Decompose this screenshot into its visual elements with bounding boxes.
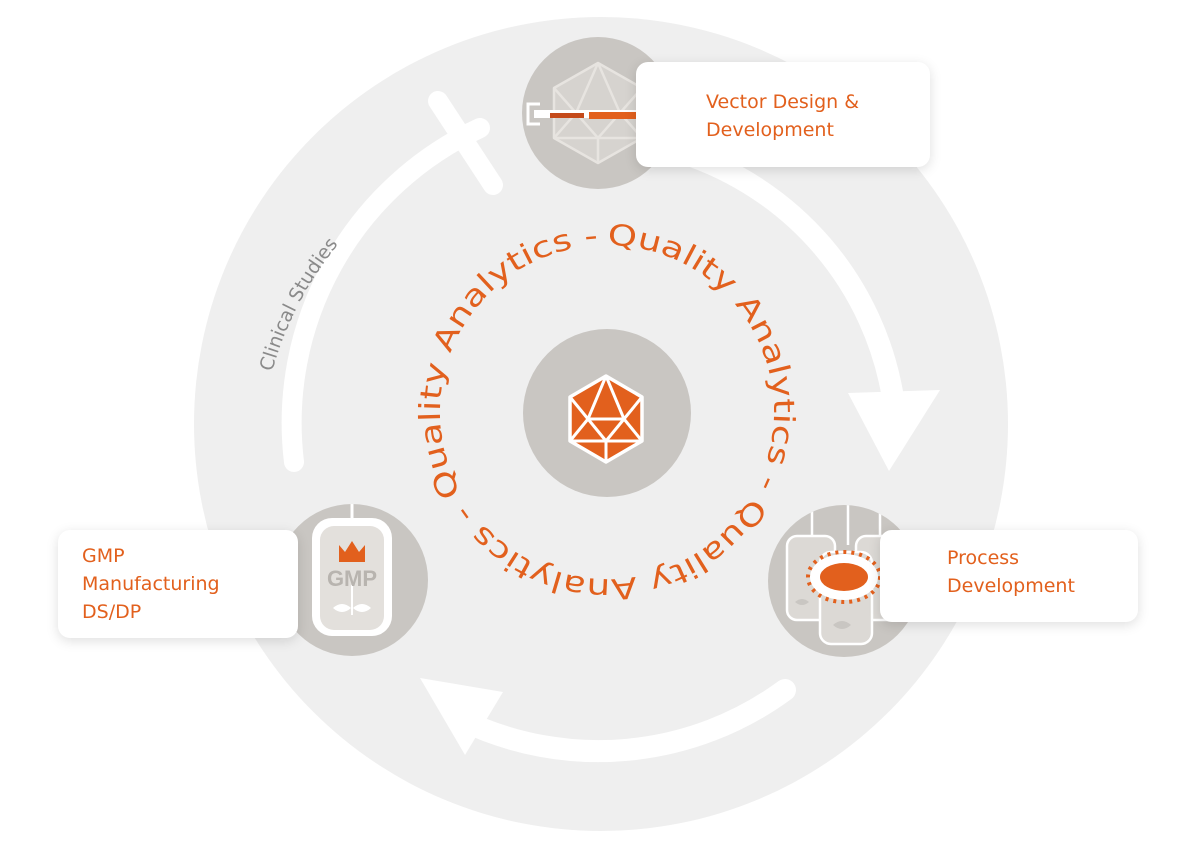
crown-icon [339,541,365,562]
gmp-bioreactor-icon [312,504,392,636]
gmp-manufacturing-label-line-3: DS/DP [82,601,142,623]
gmp-manufacturing-card: GMP Manufacturing DS/DP [58,530,298,638]
process-development-card: Process Development [880,530,1138,622]
gmp-manufacturing-label-line-2: Manufacturing [82,573,220,595]
gmp-manufacturing-label-line-1: GMP [82,545,125,567]
vector-design-label-line-2: Development [706,119,834,141]
cycle-arrow-top-right [672,142,940,471]
cell-particle-icon [806,550,882,604]
gmp-manufacturing-node: GMP [276,504,428,656]
gmp-icon-text: GMP [327,566,377,591]
cycle-arrow-bottom [420,678,796,763]
cycle-bar-left [281,91,503,472]
center-icosahedron-icon [568,374,644,464]
center-node [523,329,691,497]
vector-design-label-line-1: Vector Design & [706,91,860,113]
vector-design-card: Vector Design & Development [636,62,930,167]
process-development-label-line-1: Process [947,547,1020,569]
process-development-label-line-2: Development [947,575,1075,597]
